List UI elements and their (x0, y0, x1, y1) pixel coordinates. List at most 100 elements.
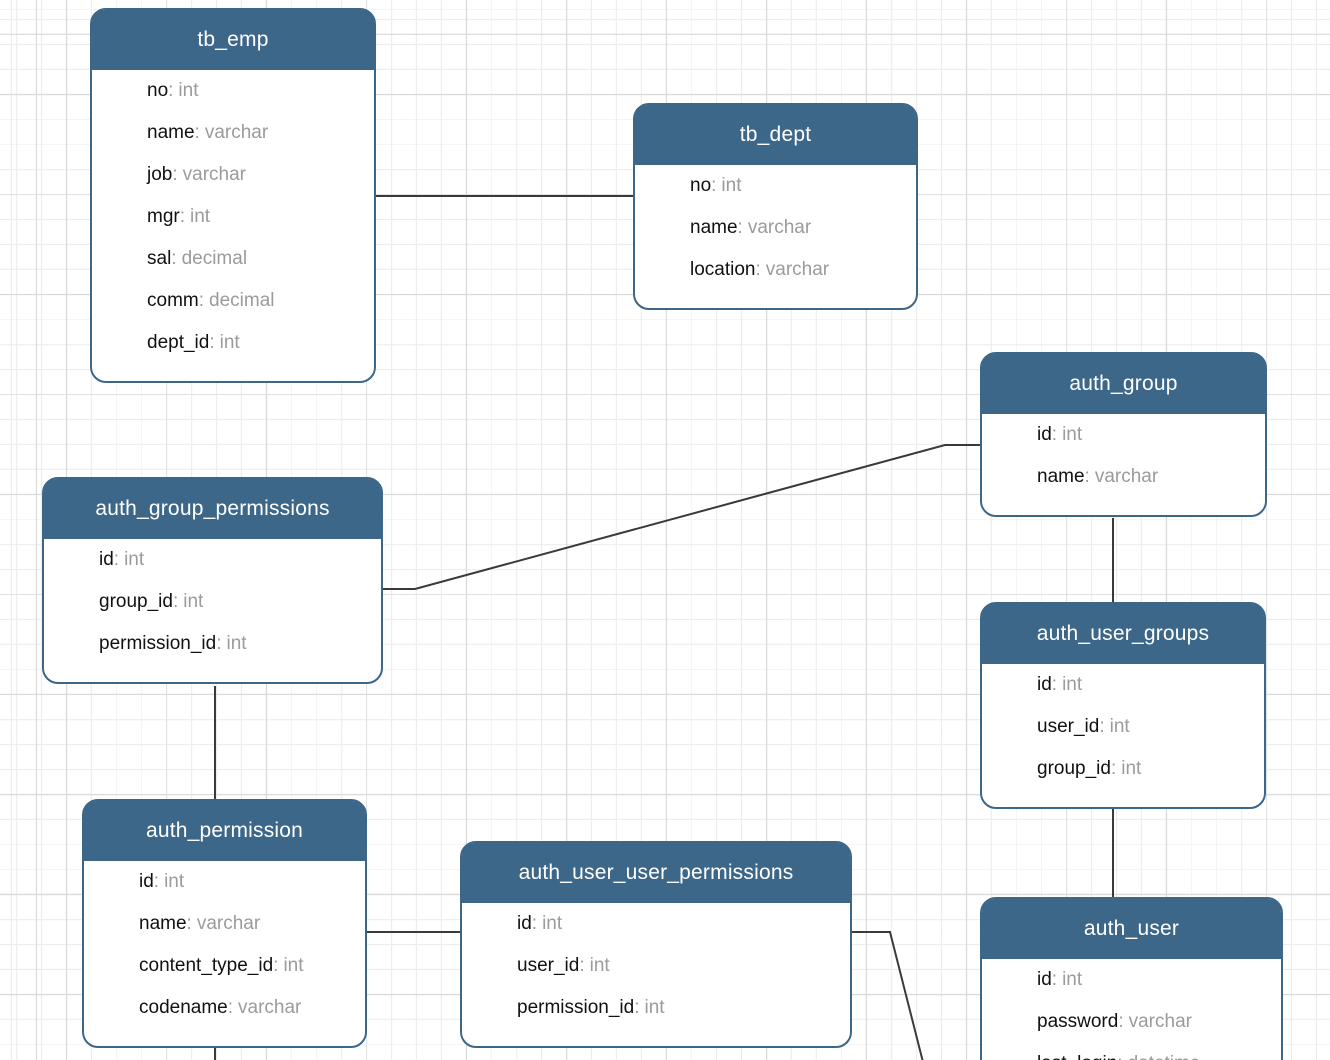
field-row: group_idint (1037, 748, 1254, 790)
table-title: tb_dept (739, 123, 812, 146)
table-header[interactable]: auth_group (982, 354, 1265, 414)
connection-auth_group_permissions-auth_group[interactable] (383, 444, 980, 590)
field-type: int (190, 206, 211, 227)
field-row: namevarchar (147, 112, 364, 154)
field-name: id (139, 871, 159, 892)
field-type: varchar (182, 164, 246, 185)
field-type: varchar (204, 122, 269, 143)
field-name: id (517, 913, 537, 934)
field-row: dept_idint (147, 322, 364, 364)
field-row: namevarchar (139, 903, 355, 945)
field-name: no (690, 175, 716, 196)
field-type: decimal (209, 290, 275, 311)
table-title: auth_user_groups (1036, 622, 1210, 645)
field-name: name (139, 913, 192, 934)
table-body: idint group_idint permission_idint (44, 539, 381, 682)
field-row: idint (1037, 959, 1271, 1001)
field-row: idint (1037, 414, 1255, 456)
field-row: noint (690, 165, 906, 207)
field-name: id (1037, 674, 1057, 695)
field-type: int (283, 955, 304, 976)
field-name: name (690, 217, 743, 238)
field-row: idint (1037, 664, 1254, 706)
table-header[interactable]: auth_permission (84, 801, 365, 861)
field-row: user_idint (1037, 706, 1254, 748)
table-title: auth_group (1069, 372, 1178, 395)
table-auth_permission[interactable]: auth_permission idint namevarchar conten… (82, 799, 367, 1048)
field-name: mgr (147, 206, 185, 227)
table-title: auth_user_user_permissions (518, 861, 794, 884)
field-row: permission_idint (99, 623, 371, 665)
table-body: idint namevarchar (982, 414, 1265, 515)
table-body: idint passwordvarchar last_logindatetime (982, 959, 1281, 1060)
field-type: varchar (747, 217, 812, 238)
table-tb_emp[interactable]: tb_emp noint namevarchar jobvarchar mgri… (90, 8, 376, 383)
table-body: noint namevarchar locationvarchar (635, 165, 916, 308)
field-type: varchar (1128, 1011, 1192, 1032)
field-type: int (589, 955, 610, 976)
field-type: int (1062, 424, 1083, 445)
field-type: int (219, 332, 240, 353)
table-header[interactable]: auth_user_groups (982, 604, 1264, 664)
field-type: int (1062, 674, 1083, 695)
field-type: int (124, 549, 145, 570)
field-name: permission_id (517, 997, 640, 1018)
field-type: int (1062, 969, 1083, 990)
field-type: int (721, 175, 742, 196)
field-name: location (690, 259, 761, 280)
field-name: codename (139, 997, 233, 1018)
field-row: idint (139, 861, 355, 903)
field-type: int (178, 80, 199, 101)
field-name: content_type_id (139, 955, 278, 976)
field-name: name (147, 122, 200, 143)
field-row: group_idint (99, 581, 371, 623)
table-header[interactable]: auth_user (982, 899, 1281, 959)
field-type: int (164, 871, 185, 892)
table-auth_user[interactable]: auth_user idint passwordvarchar last_log… (980, 897, 1283, 1060)
field-name: name (1037, 466, 1090, 487)
table-auth_group_permissions[interactable]: auth_group_permissions idint group_idint… (42, 477, 383, 684)
field-type: int (1121, 758, 1142, 779)
field-name: last_login (1037, 1053, 1123, 1060)
field-type: int (542, 913, 563, 934)
field-name: id (1037, 969, 1057, 990)
field-type: varchar (238, 997, 302, 1018)
table-header[interactable]: tb_dept (635, 105, 916, 165)
table-body: noint namevarchar jobvarchar mgrint sald… (92, 70, 374, 381)
table-auth_user_user_permissions[interactable]: auth_user_user_permissions idint user_id… (460, 841, 852, 1048)
field-row: permission_idint (517, 987, 840, 1029)
table-title: auth_permission (145, 819, 304, 842)
field-row: codenamevarchar (139, 987, 355, 1029)
field-name: group_id (1037, 758, 1116, 779)
table-body: idint user_idint group_idint (982, 664, 1264, 807)
field-name: user_id (517, 955, 585, 976)
table-title: tb_emp (197, 28, 269, 51)
field-type: int (226, 633, 247, 654)
field-type: int (183, 591, 204, 612)
field-row: saldecimal (147, 238, 364, 280)
field-type: decimal (181, 248, 248, 269)
field-row: namevarchar (1037, 456, 1255, 498)
table-auth_group[interactable]: auth_group idint namevarchar (980, 352, 1267, 517)
connection-auth_user_user_permissions-offscreen[interactable] (852, 931, 925, 1060)
field-name: job (147, 164, 178, 185)
table-auth_user_groups[interactable]: auth_user_groups idint user_idint group_… (980, 602, 1266, 809)
field-row: last_logindatetime (1037, 1043, 1271, 1060)
table-header[interactable]: tb_emp (92, 10, 374, 70)
table-body: idint namevarchar content_type_idint cod… (84, 861, 365, 1046)
field-row: passwordvarchar (1037, 1001, 1271, 1043)
field-type: varchar (1094, 466, 1159, 487)
field-row: user_idint (517, 945, 840, 987)
field-row: locationvarchar (690, 249, 906, 291)
table-body: idint user_idint permission_idint (462, 903, 850, 1046)
field-name: id (99, 549, 119, 570)
field-row: idint (517, 903, 840, 945)
field-type: varchar (765, 259, 830, 280)
table-tb_dept[interactable]: tb_dept noint namevarchar locationvarcha… (633, 103, 918, 310)
table-header[interactable]: auth_group_permissions (44, 479, 381, 539)
field-row: noint (147, 70, 364, 112)
field-name: permission_id (99, 633, 222, 654)
field-row: content_type_idint (139, 945, 355, 987)
table-header[interactable]: auth_user_user_permissions (462, 843, 850, 903)
